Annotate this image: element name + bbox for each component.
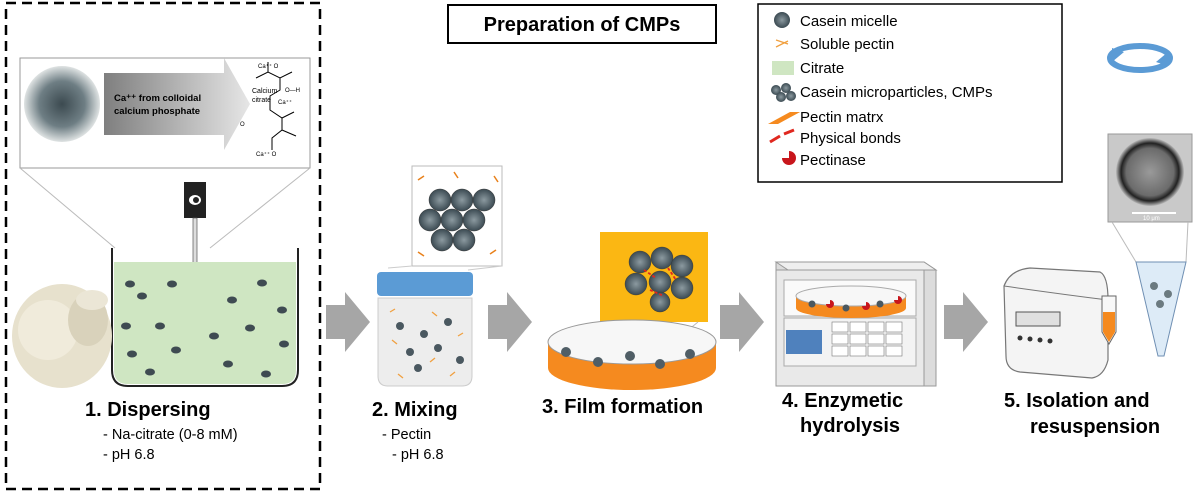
legend-soluble-pectin-icon	[775, 39, 789, 48]
powder-icon	[12, 284, 112, 388]
legend-label-1: Soluble pectin	[800, 36, 894, 53]
calcium-citrate-structure	[255, 62, 297, 150]
legend: Casein micelle Soluble pectin Citrate Ca…	[757, 3, 1063, 183]
svg-text:Ca⁺⁺: Ca⁺⁺	[278, 99, 292, 106]
citrate-inset: Ca⁺⁺ from colloidal calcium phosphate Ca…	[19, 57, 311, 249]
arrow-1-2	[326, 292, 370, 352]
centrifuge-tube	[1101, 295, 1117, 345]
casein-micelle-blurred	[24, 66, 100, 142]
scale-bar-label: 10 μm	[1143, 216, 1160, 222]
conical-tube	[1135, 261, 1187, 357]
mixing-jar	[377, 272, 473, 387]
chem-label-1: Calcium	[252, 88, 277, 95]
legend-label-5: Physical bonds	[800, 130, 901, 147]
arrow-4-5	[944, 292, 988, 352]
petri-dish	[547, 319, 717, 390]
svg-text:Ca⁺⁺ O: Ca⁺⁺ O	[256, 151, 277, 158]
pectinase-icon	[782, 151, 796, 165]
step1-line-1: - Na-citrate (0-8 mM)	[103, 427, 238, 443]
centrifuge-icon	[1003, 267, 1109, 379]
legend-cmp-icon	[771, 83, 796, 102]
arrow-2-3	[488, 292, 532, 352]
pectin-mix-inset	[387, 165, 503, 271]
jar-particles	[389, 308, 464, 379]
water-bath-icon	[774, 261, 938, 387]
step1-title: 1. Dispersing	[85, 399, 211, 421]
legend-citrate-icon	[772, 61, 794, 75]
legend-label-2: Citrate	[800, 60, 844, 77]
chem-label-2: citrate	[252, 97, 271, 104]
legend-label-6: Pectinase	[800, 152, 866, 169]
film-inset	[595, 232, 708, 341]
calcium-transfer-arrow	[104, 58, 250, 150]
arrow-3-4	[720, 292, 764, 352]
svg-text:O: O	[240, 122, 245, 128]
legend-label-0: Casein micelle	[800, 13, 898, 30]
step4-title-1: 4. Enzymetic	[782, 390, 903, 412]
svg-text:Ca⁺⁺ O: Ca⁺⁺ O	[258, 63, 279, 70]
step4-title-2: hydrolysis	[800, 415, 900, 437]
sem-inset: 10 μm	[1107, 133, 1193, 263]
legend-physical-bonds-icon	[769, 128, 795, 144]
step2-line-2: - pH 6.8	[392, 447, 444, 463]
svg-text:O—H: O—H	[285, 88, 300, 94]
title-box	[447, 4, 717, 44]
step5-title-1: 5. Isolation and	[1004, 390, 1150, 412]
inset-arrow-text-1: Ca⁺⁺ from colloidal	[114, 93, 201, 104]
beaker-micelles	[121, 279, 289, 378]
inset-arrow-text-2: calcium phosphate	[114, 106, 200, 117]
step2-line-1: - Pectin	[382, 427, 431, 443]
step5-title-2: resuspension	[1030, 416, 1160, 438]
step2-title: 2. Mixing	[372, 399, 458, 421]
beaker	[111, 248, 299, 387]
page-title: Preparation of CMPs	[484, 14, 681, 36]
rotation-icon	[1107, 43, 1173, 73]
jar-cap	[377, 272, 473, 296]
step1-line-2: - pH 6.8	[103, 447, 155, 463]
citrate-solution	[114, 262, 296, 384]
legend-casein-micelle-icon	[774, 12, 790, 28]
legend-label-3: Casein microparticles, CMPs	[800, 84, 993, 101]
step3-title: 3. Film formation	[542, 396, 703, 418]
legend-label-4: Pectin matrx	[800, 109, 884, 126]
process-arrows	[326, 292, 988, 352]
